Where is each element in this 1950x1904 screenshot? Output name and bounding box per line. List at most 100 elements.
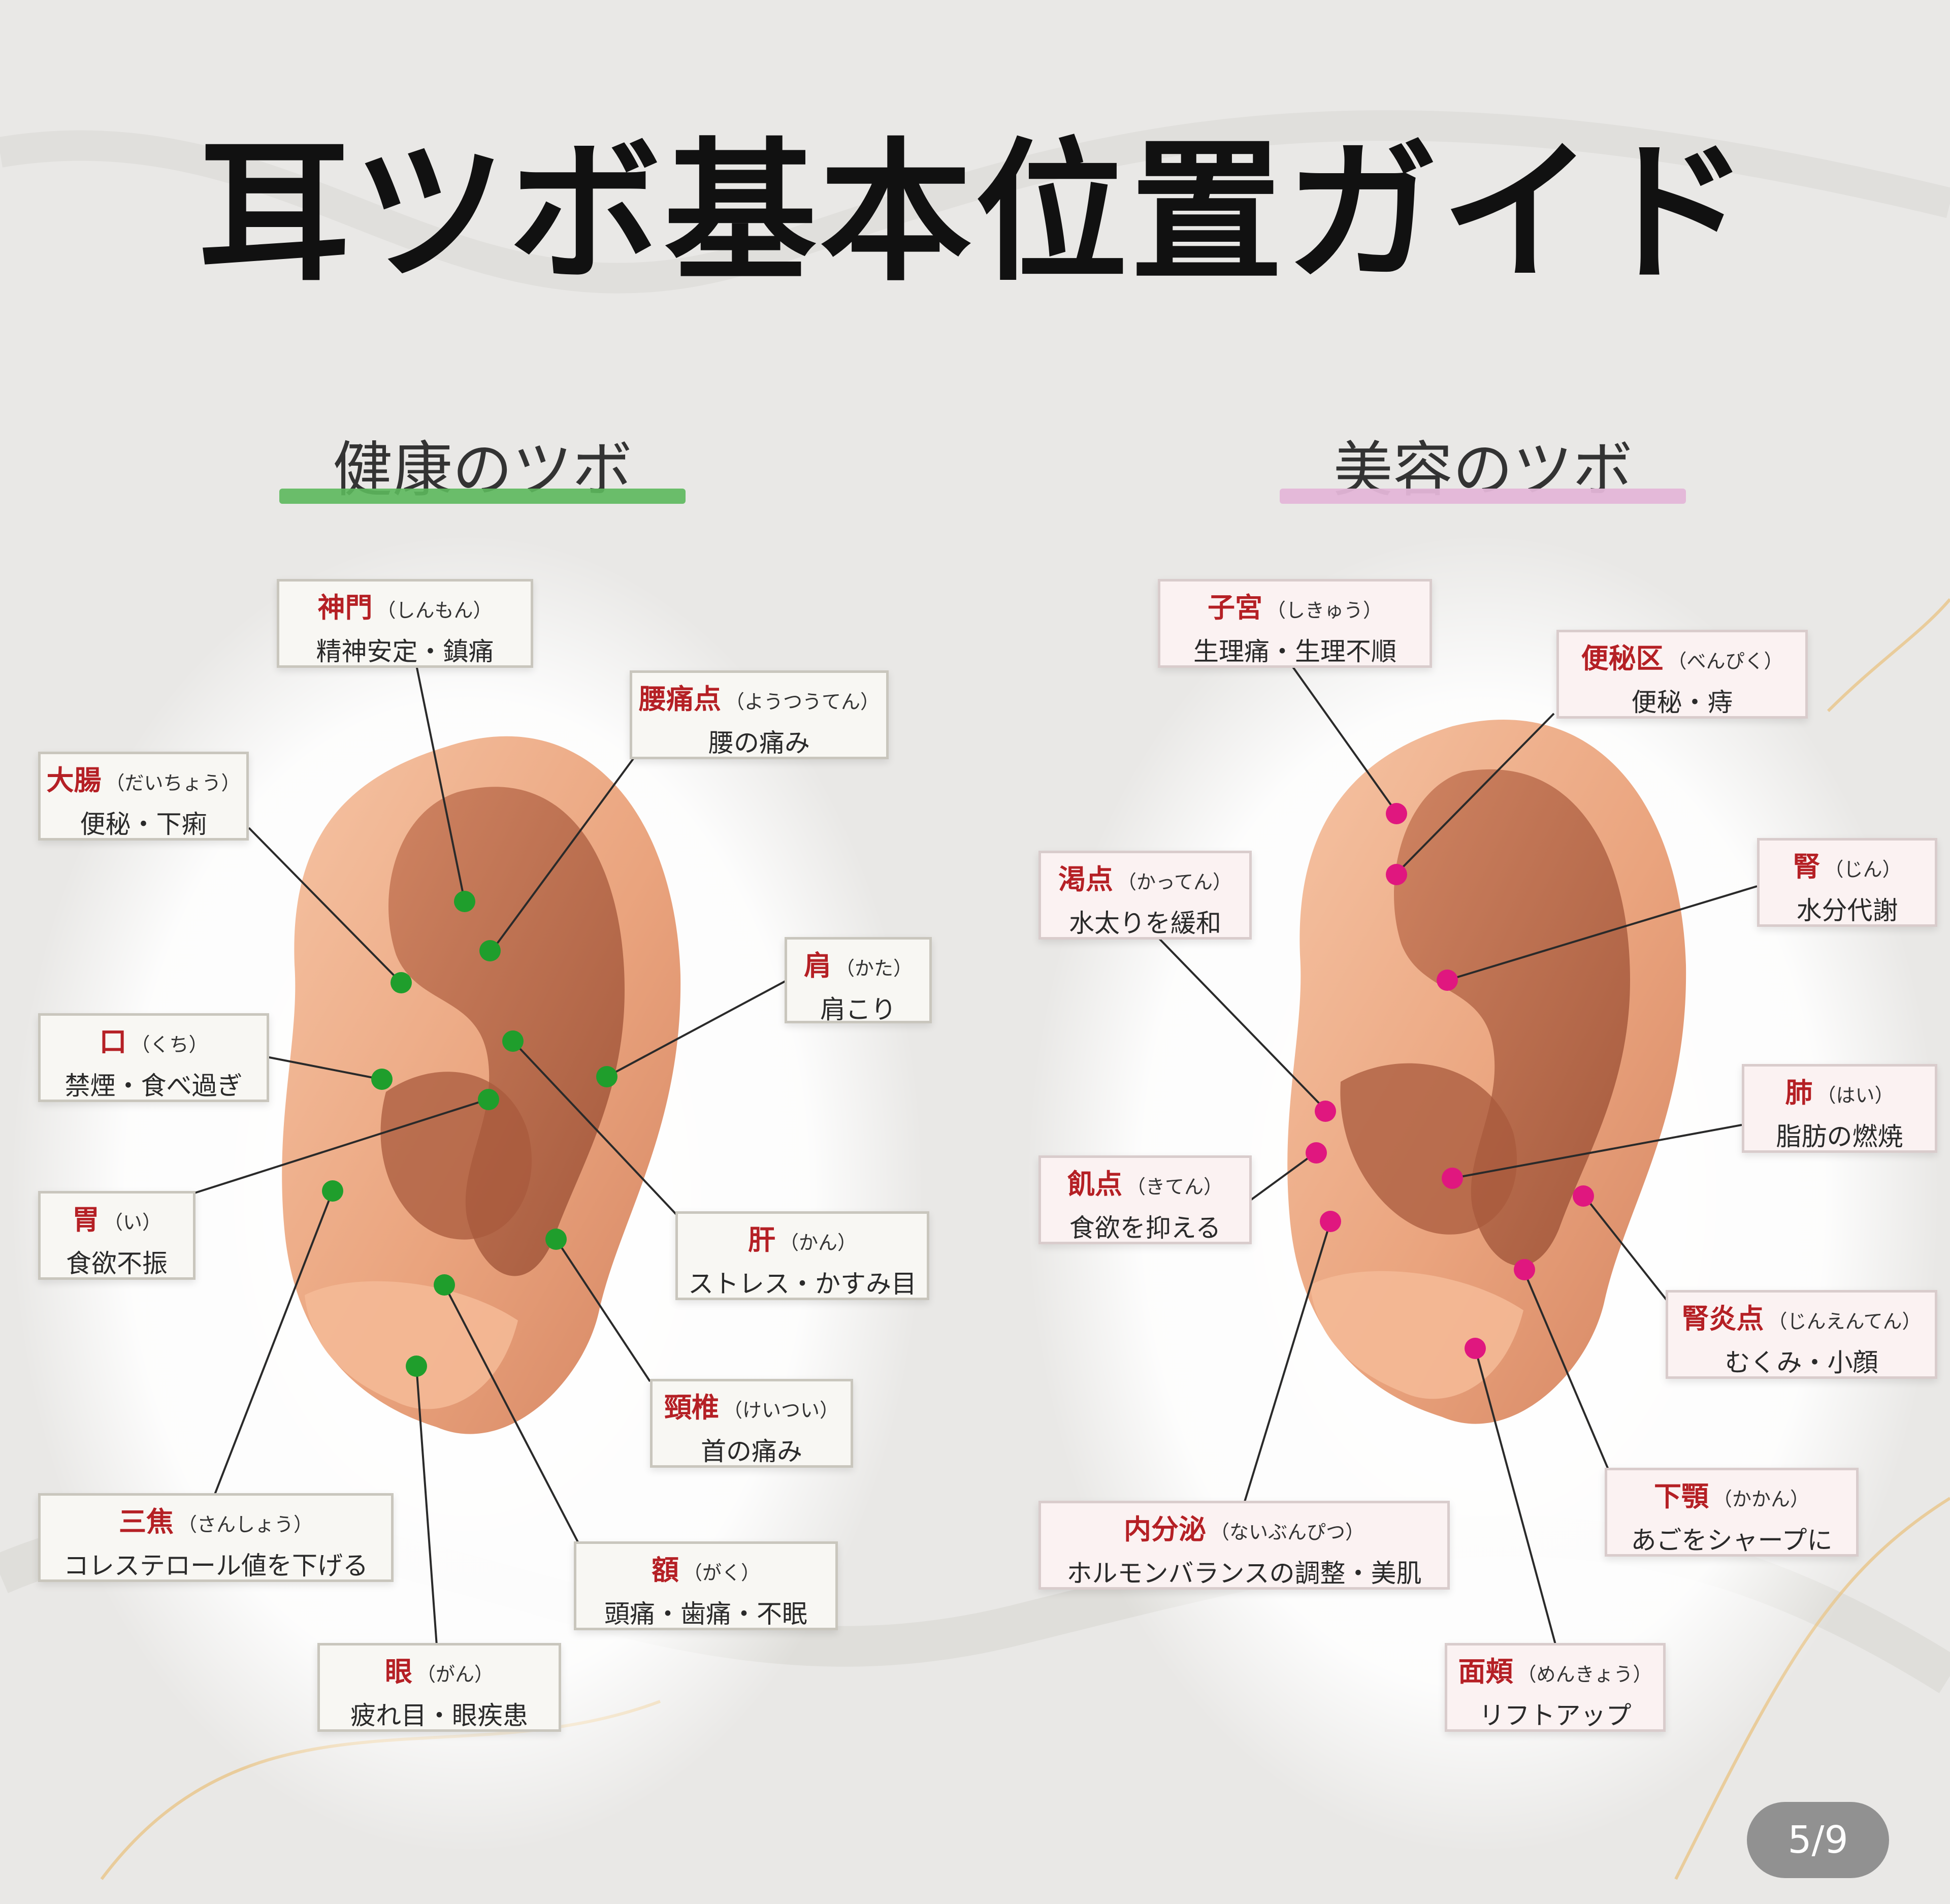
point-effect: リフトアップ [1479,1701,1632,1730]
health-leader-lines [192,665,788,1646]
point-name: 肝 [748,1223,775,1256]
page-indicator-badge: 5/9 [1747,1802,1889,1878]
acupoint-dot-kuchi [371,1069,393,1090]
acupoint-dot-katten [1315,1101,1336,1122]
point-name: 眼 [384,1655,412,1688]
acupoint-dot-youtsuuten [479,940,501,961]
point-reading: （くち） [131,1034,208,1056]
point-reading: （きてん） [1126,1176,1223,1198]
label-jinenten: 腎炎点（じんえんてん） むくみ・小顔 [1666,1290,1937,1379]
beauty-leader-lines [1152,662,1758,1649]
acupoint-dot-naibunpitsu [1320,1211,1341,1232]
acupoint-dot-jin [1437,970,1458,991]
point-name: 肩 [803,949,831,982]
point-reading: （がん） [416,1663,494,1686]
point-name: 下顎 [1653,1480,1709,1512]
point-effect: 水分代謝 [1796,896,1898,925]
label-sanshou: 三焦（さんしょう） コレステロール値を下げる [38,1493,394,1582]
point-reading: （さんしょう） [177,1513,313,1536]
point-reading: （かかん） [1712,1488,1809,1510]
label-youtsuuten: 腰痛点（ようつうてん） 腰の痛み [630,670,889,759]
point-effect: 疲れ目・眼疾患 [350,1701,528,1730]
health-acupoint-dots [322,891,618,1377]
acupoint-dot-daichou [391,972,412,993]
point-effect: 精神安定・鎮痛 [316,637,494,666]
acupoint-dot-menkyou [1465,1338,1486,1359]
point-name: 面頬 [1458,1655,1513,1688]
label-i: 胃（い） 食欲不振 [38,1191,196,1280]
label-daichou: 大腸（だいちょう） 便秘・下痢 [38,752,249,841]
point-effect: コレステロール値を下げる [63,1551,368,1580]
point-effect: 禁煙・食べ過ぎ [64,1071,243,1101]
point-name: 内分泌 [1123,1513,1206,1545]
acupoint-dot-jinenten [1573,1185,1594,1207]
point-effect: あごをシャープに [1631,1526,1833,1555]
point-effect: 食欲不振 [66,1249,168,1278]
point-name: 腎炎点 [1681,1302,1764,1335]
label-jin: 腎（じん） 水分代謝 [1757,838,1937,927]
acupoint-dot-hai [1442,1168,1463,1189]
label-kiten: 飢点（きてん） 食欲を抑える [1038,1155,1252,1244]
acupoint-dot-gaku [434,1274,455,1296]
acupoint-dot-kakan [1514,1259,1535,1280]
point-reading: （しきゅう） [1266,599,1382,622]
point-name: 胃 [72,1203,100,1236]
point-reading: （しんもん） [376,599,493,622]
point-reading: （い） [103,1211,161,1234]
point-reading: （だいちょう） [105,772,241,794]
point-reading: （かん） [779,1232,857,1254]
point-reading: （じんえんてん） [1768,1310,1922,1333]
point-effect: 首の痛み [701,1437,802,1466]
point-name: 頸椎 [664,1391,719,1424]
point-name: 三焦 [118,1505,174,1538]
point-reading: （べんぴく） [1667,650,1783,672]
point-effect: 肩こり [820,995,896,1024]
beauty-acupoint-dots [1306,803,1594,1359]
point-reading: （めんきょう） [1517,1663,1652,1686]
point-reading: （けいつい） [723,1399,839,1422]
label-naibunpitsu: 内分泌（ないぶんぴつ） ホルモンバランスの調整・美肌 [1038,1501,1450,1590]
label-gan: 眼（がん） 疲れ目・眼疾患 [317,1643,561,1732]
label-keitsui: 頸椎（けいつい） 首の痛み [650,1379,853,1468]
acupoint-dot-benpiku [1386,864,1407,885]
point-name: 渇点 [1058,863,1113,895]
point-reading: （がく） [682,1562,760,1584]
label-shinmon: 神門（しんもん） 精神安定・鎮痛 [277,579,533,668]
health-ear-illustration [282,736,681,1434]
acupoint-dot-keitsui [545,1229,567,1250]
acupoint-dot-kan [502,1030,524,1052]
label-kan: 肝（かん） ストレス・かすみ目 [675,1211,929,1300]
point-effect: 食欲を抑える [1069,1213,1221,1243]
point-name: 額 [651,1554,679,1586]
point-effect: 頭痛・歯痛・不眠 [604,1599,807,1629]
point-reading: （はい） [1816,1084,1894,1107]
point-effect: 腰の痛み [708,728,810,758]
point-effect: ホルモンバランスの調整・美肌 [1066,1559,1422,1588]
point-effect: むくみ・小顔 [1725,1348,1878,1377]
point-name: 口 [99,1025,127,1058]
acupoint-dot-shikyuu [1386,803,1407,824]
point-name: 腰痛点 [638,683,721,715]
point-reading: （かた） [835,957,913,980]
health-title-underline [279,489,686,504]
point-effect: 便秘・痔 [1631,688,1733,717]
point-effect: 水太りを緩和 [1069,909,1221,938]
acupoint-dot-i [478,1089,499,1110]
acupoint-dot-kata [596,1066,618,1087]
acupoint-dot-kiten [1306,1142,1327,1164]
point-effect: 生理痛・生理不順 [1193,637,1396,666]
page-title: 耳ツボ基本位置ガイド [198,124,1752,302]
label-menkyou: 面頬（めんきょう） リフトアップ [1445,1643,1666,1732]
point-name: 便秘区 [1581,642,1664,674]
acupoint-dot-gan [406,1356,427,1377]
point-name: 肺 [1785,1076,1813,1109]
point-effect: 便秘・下痢 [80,810,207,839]
point-reading: （じん） [1824,858,1902,881]
point-reading: （ないぶんぴつ） [1210,1521,1364,1543]
label-hai: 肺（はい） 脂肪の燃焼 [1742,1064,1937,1153]
label-kakan: 下顎（かかん） あごをシャープに [1605,1468,1859,1557]
label-benpiku: 便秘区（べんぴく） 便秘・痔 [1556,630,1808,719]
point-name: 大腸 [46,764,102,796]
label-katten: 渇点（かってん） 水太りを緩和 [1038,851,1252,940]
point-name: 腎 [1793,850,1821,883]
